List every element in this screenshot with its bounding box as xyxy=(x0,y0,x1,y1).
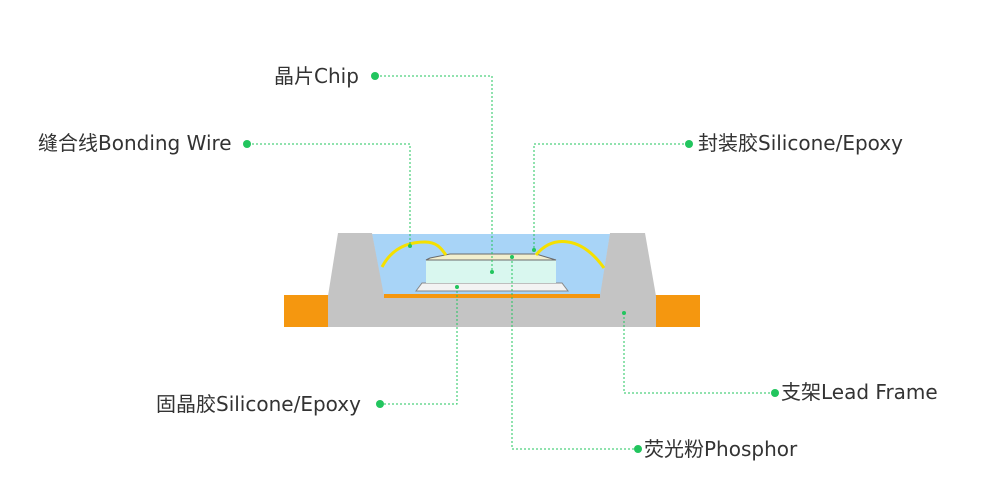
label-lead-frame: 支架Lead Frame xyxy=(781,380,938,404)
led-package xyxy=(284,233,700,327)
label-encapsulant: 封装胶Silicone/Epoxy xyxy=(698,131,903,155)
lead-frame-base-line xyxy=(384,294,600,298)
bonding-wire-label-marker xyxy=(243,140,251,148)
chip-point-marker xyxy=(490,270,494,274)
phosphor-point-marker xyxy=(510,255,514,259)
callout-encapsulant: 封装胶Silicone/Epoxy xyxy=(532,131,903,252)
callout-phosphor: 荧光粉Phosphor xyxy=(510,255,798,461)
phosphor-layer xyxy=(425,253,557,261)
callout-lead-frame: 支架Lead Frame xyxy=(622,311,938,404)
die-attach-layer xyxy=(415,282,569,292)
encapsulant-label-marker xyxy=(685,140,693,148)
encapsulant-point-marker xyxy=(532,248,536,252)
label-die-attach: 固晶胶Silicone/Epoxy xyxy=(156,392,361,416)
label-phosphor: 荧光粉Phosphor xyxy=(644,437,798,461)
bonding-wire-left xyxy=(380,240,448,268)
label-bonding-wire: 缝合线Bonding Wire xyxy=(38,131,232,155)
callout-die-attach: 固晶胶Silicone/Epoxy xyxy=(156,285,459,416)
chip-label-marker xyxy=(371,72,379,80)
die-attach-label-marker xyxy=(376,400,384,408)
die-attach-point-marker xyxy=(455,285,459,289)
bonding-wire-right xyxy=(534,240,606,269)
callout-bonding-wire: 缝合线Bonding Wire xyxy=(38,131,412,248)
bonding-wire-point-marker xyxy=(408,244,412,248)
phosphor-label-marker xyxy=(634,445,642,453)
label-chip: 晶片Chip xyxy=(274,64,359,88)
lead-frame-label-marker xyxy=(771,389,779,397)
lead-frame-point-marker xyxy=(622,311,626,315)
callout-chip: 晶片Chip xyxy=(274,64,494,274)
lead-frame-housing xyxy=(328,233,656,327)
